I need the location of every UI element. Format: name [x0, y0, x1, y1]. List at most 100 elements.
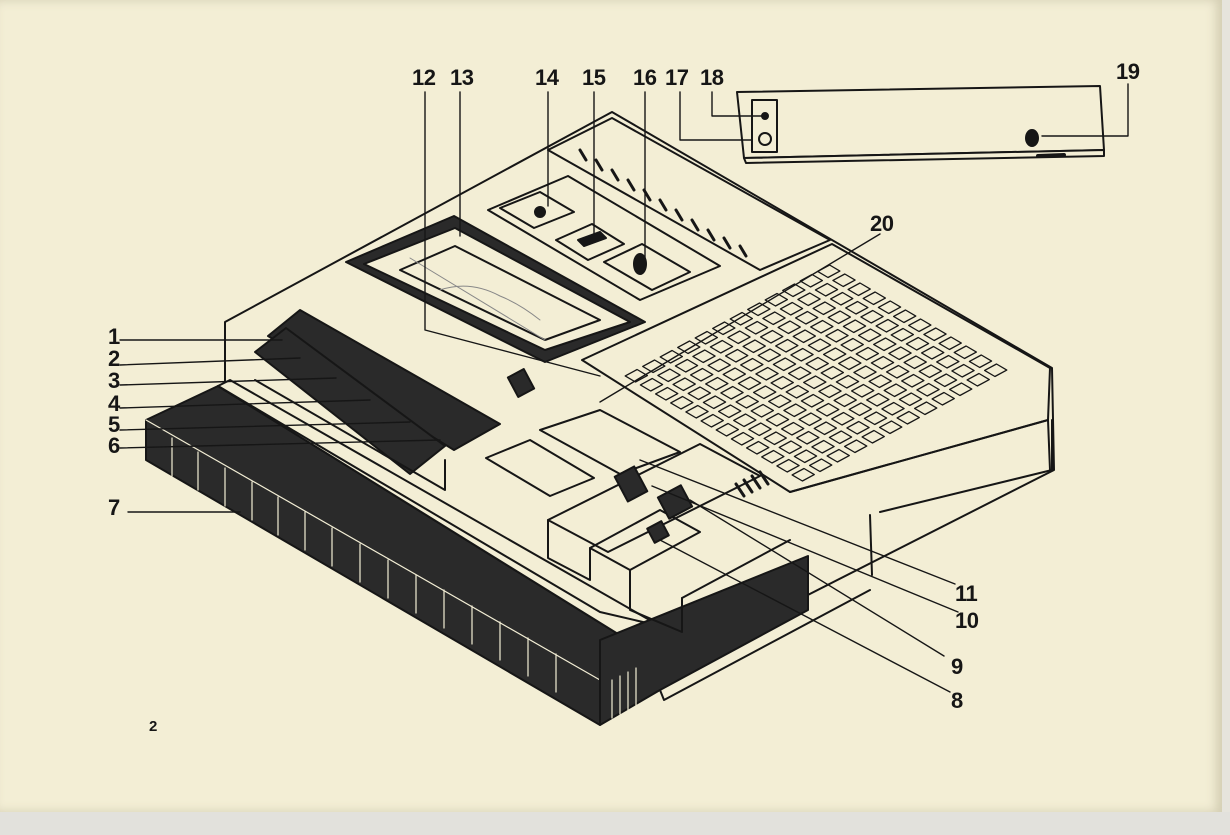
keypad-key	[936, 354, 960, 369]
keypad-key	[748, 422, 772, 437]
keypad-key	[776, 458, 800, 473]
keypad-key	[875, 318, 899, 333]
keypad-key	[800, 393, 825, 408]
keypad-key	[689, 367, 714, 382]
keypad-key	[862, 291, 887, 306]
callout-8: 8	[951, 688, 963, 713]
callout-9: 9	[951, 654, 963, 679]
callout-18: 18	[700, 65, 724, 90]
keypad-key	[845, 300, 869, 315]
keypad-key	[840, 337, 864, 352]
keypad-key	[883, 383, 908, 398]
keypad-key	[803, 375, 827, 390]
cassette-window	[345, 215, 646, 363]
keypad-key	[878, 420, 903, 435]
keypad-key	[702, 395, 727, 410]
keypad-key	[968, 354, 993, 369]
keypad-key	[835, 374, 860, 389]
callout-2: 2	[108, 346, 120, 371]
keypad-key	[730, 431, 755, 446]
keypad-key	[796, 430, 820, 445]
keypad-grid	[624, 264, 1008, 482]
keypad-key	[770, 375, 794, 390]
keypad-key	[842, 319, 867, 334]
keypad-key	[848, 402, 873, 417]
slider-controls	[485, 368, 791, 633]
keypad-key	[692, 349, 716, 364]
keypad-key	[903, 355, 927, 370]
keypad-key	[866, 392, 890, 407]
keypad-key	[742, 339, 766, 354]
keypad-key	[709, 339, 734, 354]
speaker-grille	[547, 117, 831, 271]
callout-16: 16	[633, 65, 657, 90]
keypad-key	[860, 309, 884, 324]
keypad-key	[846, 420, 870, 435]
keypad-key	[916, 382, 940, 397]
keypad-key	[782, 283, 806, 298]
keypad-key	[787, 366, 812, 381]
callout-1: 1	[108, 324, 120, 349]
keypad-key	[913, 401, 938, 416]
keypad-key	[811, 439, 835, 454]
keypad-key	[813, 421, 838, 436]
keypad-key	[843, 439, 868, 454]
keypad-key	[807, 338, 832, 353]
keypad-key	[818, 384, 842, 399]
keypad-key	[847, 282, 871, 297]
page-number: 2	[149, 718, 158, 735]
keypad-key	[793, 449, 818, 464]
keypad-key	[755, 366, 779, 381]
page-edge	[0, 812, 1230, 835]
keypad-key	[831, 411, 855, 426]
keypad-key	[745, 440, 770, 455]
keypad-key	[757, 348, 782, 363]
keypad-key	[750, 403, 775, 418]
keypad-key	[737, 376, 762, 391]
keypad-key	[908, 318, 932, 333]
keypad-key	[674, 358, 699, 373]
keypad-key	[905, 336, 930, 351]
keypad-key	[829, 291, 854, 306]
callout-17: 17	[665, 65, 689, 90]
keypad-key	[815, 402, 840, 417]
keypad-key	[855, 346, 880, 361]
keypad-key	[797, 292, 821, 307]
keypad-key	[729, 311, 754, 326]
keypad-key	[778, 440, 803, 455]
keypad-key	[888, 346, 912, 361]
keypad-key	[828, 430, 853, 445]
keypad-key	[764, 292, 789, 307]
keypad-key	[812, 301, 836, 316]
keypad-key	[772, 357, 797, 372]
keypad-key	[777, 320, 801, 335]
keypad-key	[707, 358, 731, 373]
keypad-key	[953, 345, 978, 360]
keypad-key	[881, 401, 905, 416]
keypad-key	[677, 340, 701, 355]
keypad-key	[873, 337, 897, 352]
keypad-key	[966, 372, 990, 387]
keypad-key	[724, 348, 749, 363]
keypad-key	[877, 300, 902, 315]
callout-11: 11	[955, 581, 978, 606]
keypad-key	[868, 374, 892, 389]
keypad-key	[890, 327, 915, 342]
keypad-key	[931, 391, 955, 406]
keypad-key	[850, 383, 875, 398]
keypad-key	[857, 328, 882, 343]
keypad-key	[727, 330, 751, 345]
keypad-key	[759, 329, 784, 344]
keypad-key	[838, 356, 862, 371]
keypad-key	[752, 385, 777, 400]
callout-5: 5	[108, 412, 120, 437]
keypad-key	[705, 376, 729, 391]
callout-7: 7	[108, 495, 120, 520]
callout-14: 14	[535, 65, 559, 90]
keypad-key	[722, 367, 747, 382]
keypad-key	[654, 386, 679, 401]
keypad-key	[870, 355, 895, 370]
keypad-key	[657, 368, 681, 383]
keypad-key	[672, 377, 696, 392]
